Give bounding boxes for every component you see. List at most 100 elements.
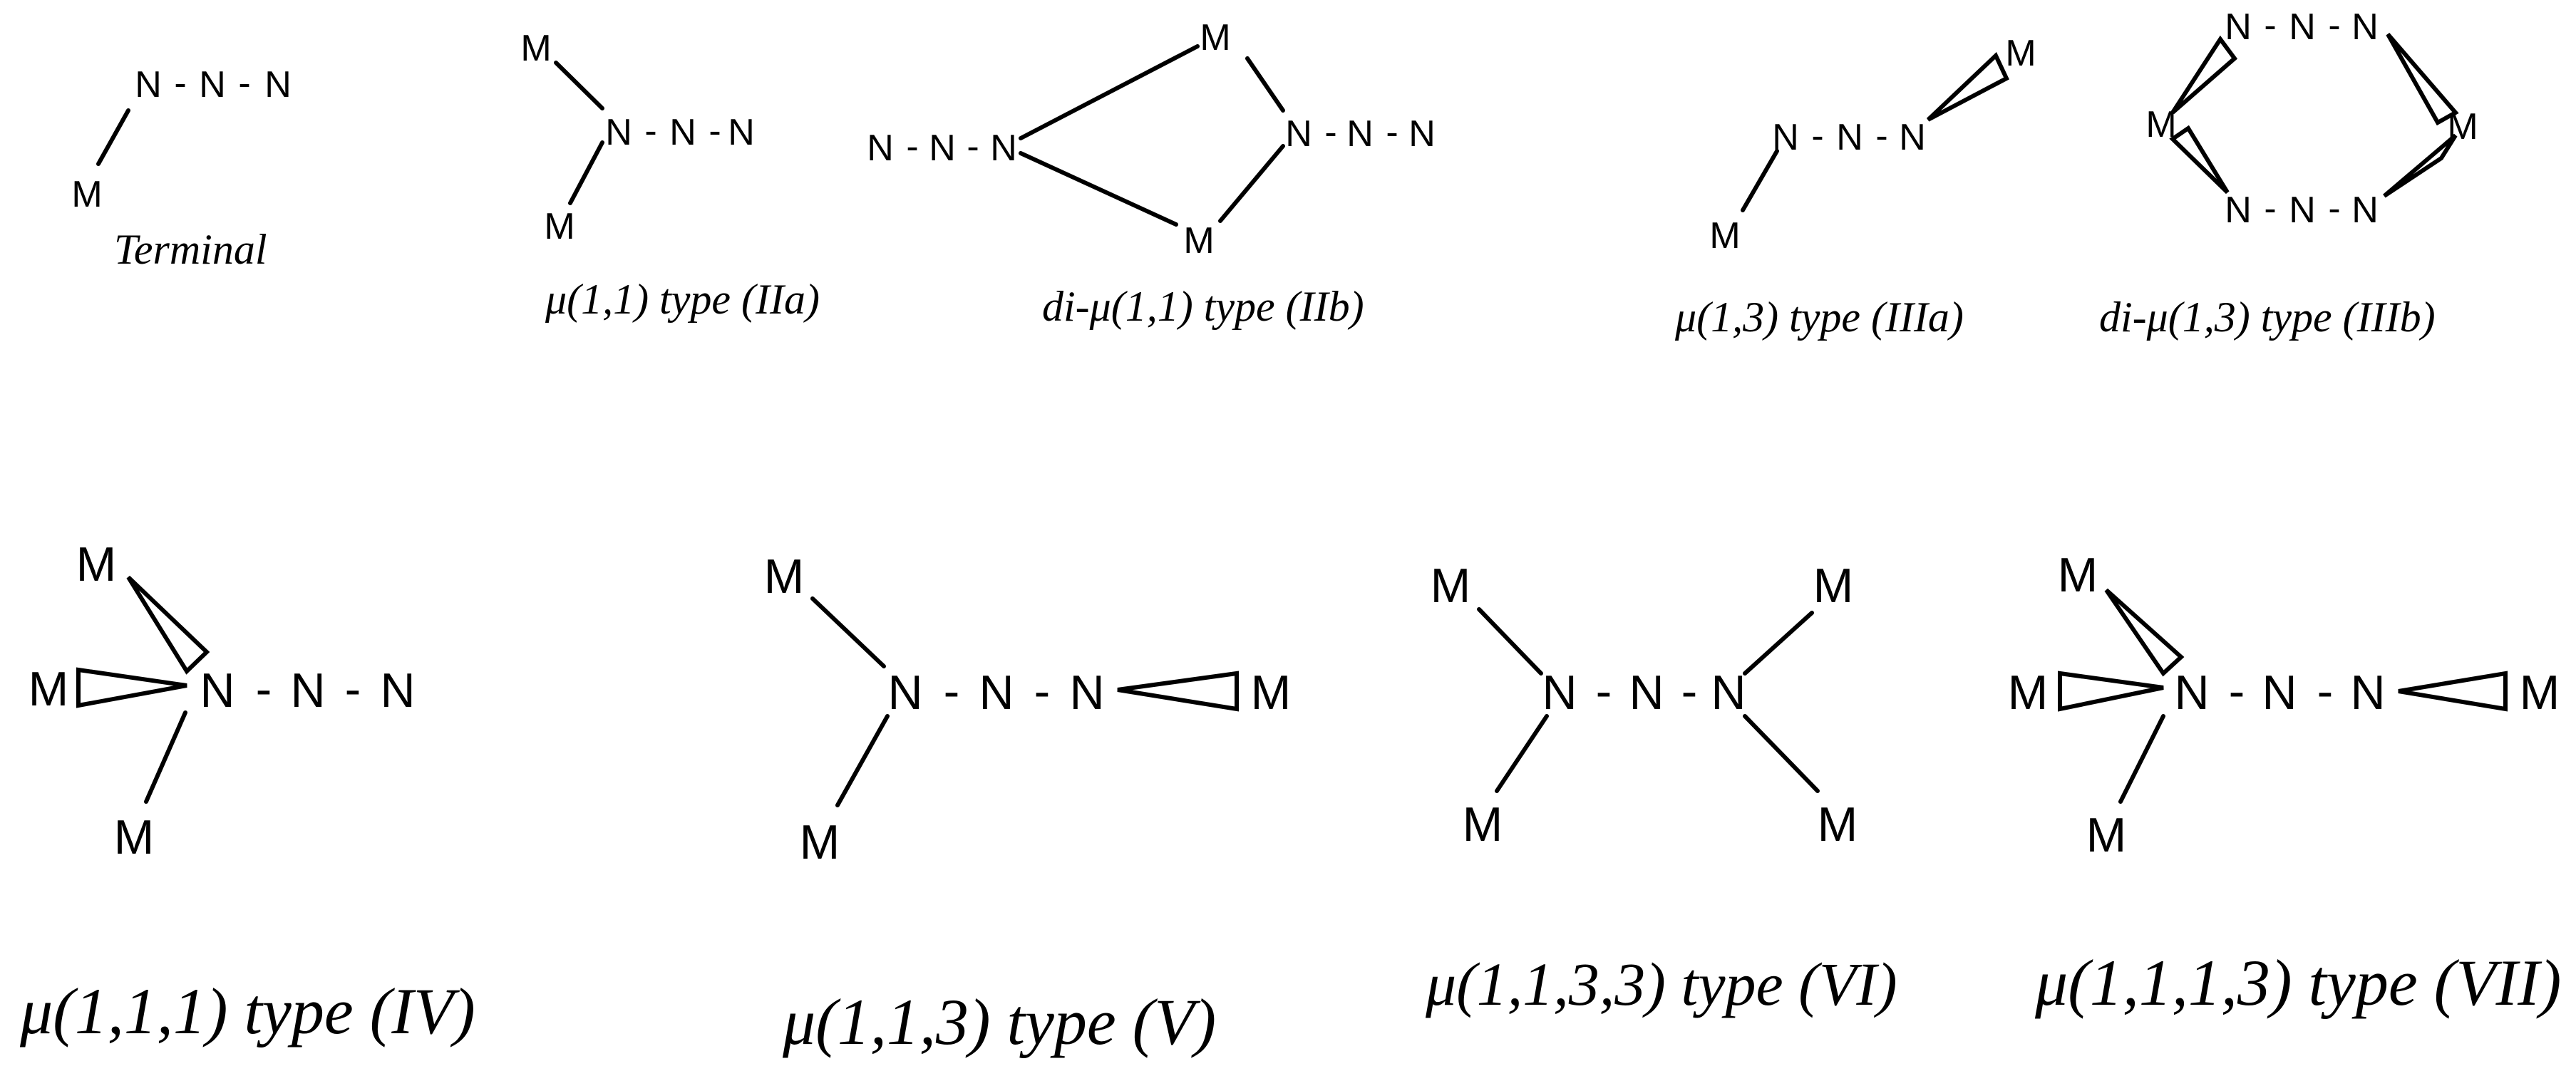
atom-m: M — [71, 174, 102, 215]
atom-n: N — [2351, 190, 2379, 231]
atom-n: N — [1772, 117, 1799, 158]
dash: - — [345, 662, 361, 716]
mode-iia: M M N - N - N μ(1,1) type (IIa) — [520, 28, 820, 323]
atom-m: M — [1818, 797, 1858, 852]
bond — [1019, 44, 1200, 140]
atom-n: N — [2289, 190, 2316, 231]
dash: - — [1681, 664, 1698, 718]
caption-terminal: Terminal — [114, 226, 267, 273]
atom-m: M — [2520, 666, 2560, 720]
atom-m: M — [764, 549, 805, 604]
wedge-bond — [2169, 125, 2230, 195]
caption-v: μ(1,1,3) type (V) — [782, 986, 1216, 1058]
mode-iv: M M M N - N - N μ(1,1,1) type (IV) — [19, 537, 475, 1047]
atom-n: N — [605, 112, 632, 153]
atom-m: M — [2086, 808, 2127, 862]
dash: - — [174, 63, 186, 104]
atom-m: M — [1813, 559, 1854, 613]
dash: - — [1034, 664, 1051, 718]
mode-v: M M N - N - N M μ(1,1,3) type (V) — [764, 549, 1292, 1058]
dash: - — [1811, 115, 1823, 157]
atom-m: M — [1183, 220, 1214, 262]
atom-m: M — [2058, 548, 2098, 602]
atom-n: N — [380, 663, 415, 718]
dash: - — [967, 126, 979, 167]
bond — [1741, 149, 1779, 212]
atom-n: N — [2174, 666, 2209, 720]
atom-m: M — [114, 810, 155, 864]
wedge-bond — [2383, 133, 2458, 198]
atom-n: N — [2351, 6, 2379, 48]
caption-iib: di-μ(1,1) type (IIb) — [1042, 283, 1364, 330]
mode-iib: N - N - N M M N - N - N di-μ(1,1) type (… — [867, 17, 1436, 330]
bond — [835, 714, 890, 807]
bond — [1019, 151, 1178, 227]
atom-m: M — [800, 815, 840, 869]
wedge-bond — [76, 667, 187, 708]
wedge-bond — [2398, 671, 2508, 712]
atom-m: M — [544, 206, 575, 247]
atom-n: N — [2289, 6, 2316, 48]
dash: - — [1386, 112, 1398, 153]
atom-n: N — [199, 64, 226, 105]
atom-m: M — [1709, 215, 1740, 257]
dash: - — [2317, 664, 2334, 718]
atom-n: N — [1629, 666, 1664, 720]
atom-n: N — [1346, 113, 1374, 155]
atom-n: N — [669, 112, 696, 153]
mode-iiib: N - N - N M M N - N - N di-μ(1,3) type (… — [2099, 5, 2478, 341]
atom-n: N — [1069, 666, 1104, 720]
atom-m: M — [29, 662, 69, 716]
bond — [1477, 607, 1543, 676]
bond — [568, 140, 604, 205]
wedge-bond — [2170, 35, 2238, 115]
wedge-bond — [1117, 671, 1239, 712]
atom-n: N — [728, 112, 755, 153]
dash: - — [944, 664, 960, 718]
atom-n: N — [887, 666, 922, 720]
atom-m: M — [2008, 666, 2049, 720]
bond — [1495, 714, 1549, 793]
atom-n: N — [1899, 117, 1926, 158]
atom-m: M — [520, 28, 551, 69]
atom-n: N — [2262, 666, 2297, 720]
dash: - — [256, 662, 272, 716]
atom-m: M — [1251, 666, 1292, 720]
caption-iia: μ(1,1) type (IIa) — [545, 276, 820, 323]
caption-iv: μ(1,1,1) type (IV) — [19, 975, 475, 1047]
atom-m: M — [1463, 797, 1503, 852]
atom-n: N — [200, 663, 235, 718]
atom-n: N — [2225, 190, 2252, 231]
wedge-bond — [126, 575, 210, 675]
bond — [2118, 714, 2165, 804]
bond — [1218, 144, 1285, 223]
dash: - — [1875, 115, 1887, 157]
atom-n: N — [1542, 666, 1577, 720]
atom-n: N — [264, 64, 292, 105]
dash: - — [2264, 5, 2276, 46]
wedge-bond — [2058, 671, 2164, 712]
caption-iiib: di-μ(1,3) type (IIIb) — [2099, 294, 2436, 341]
dash: - — [238, 63, 250, 104]
atom-n: N — [2350, 666, 2385, 720]
dash: - — [644, 110, 656, 152]
wedge-bond — [2386, 33, 2459, 126]
atom-n: N — [1836, 117, 1863, 158]
atom-m: M — [76, 537, 117, 591]
atom-n: N — [2225, 6, 2252, 48]
mode-iiia: N - N - N M M μ(1,3) type (IIIa) — [1674, 33, 2036, 341]
atom-n: N — [1711, 666, 1746, 720]
atom-n: N — [135, 64, 162, 105]
dash: - — [1324, 112, 1336, 153]
atom-m: M — [2005, 33, 2036, 74]
bond — [554, 61, 604, 110]
wedge-bond — [1926, 51, 2009, 122]
atom-m: M — [1431, 559, 1471, 613]
bond — [144, 710, 187, 804]
atom-m: M — [1200, 17, 1230, 58]
caption-iiia: μ(1,3) type (IIIa) — [1674, 294, 1964, 341]
caption-vii: μ(1,1,1,3) type (VII) — [2034, 946, 2561, 1019]
atom-n: N — [929, 128, 956, 169]
atom-n: N — [1408, 113, 1436, 155]
